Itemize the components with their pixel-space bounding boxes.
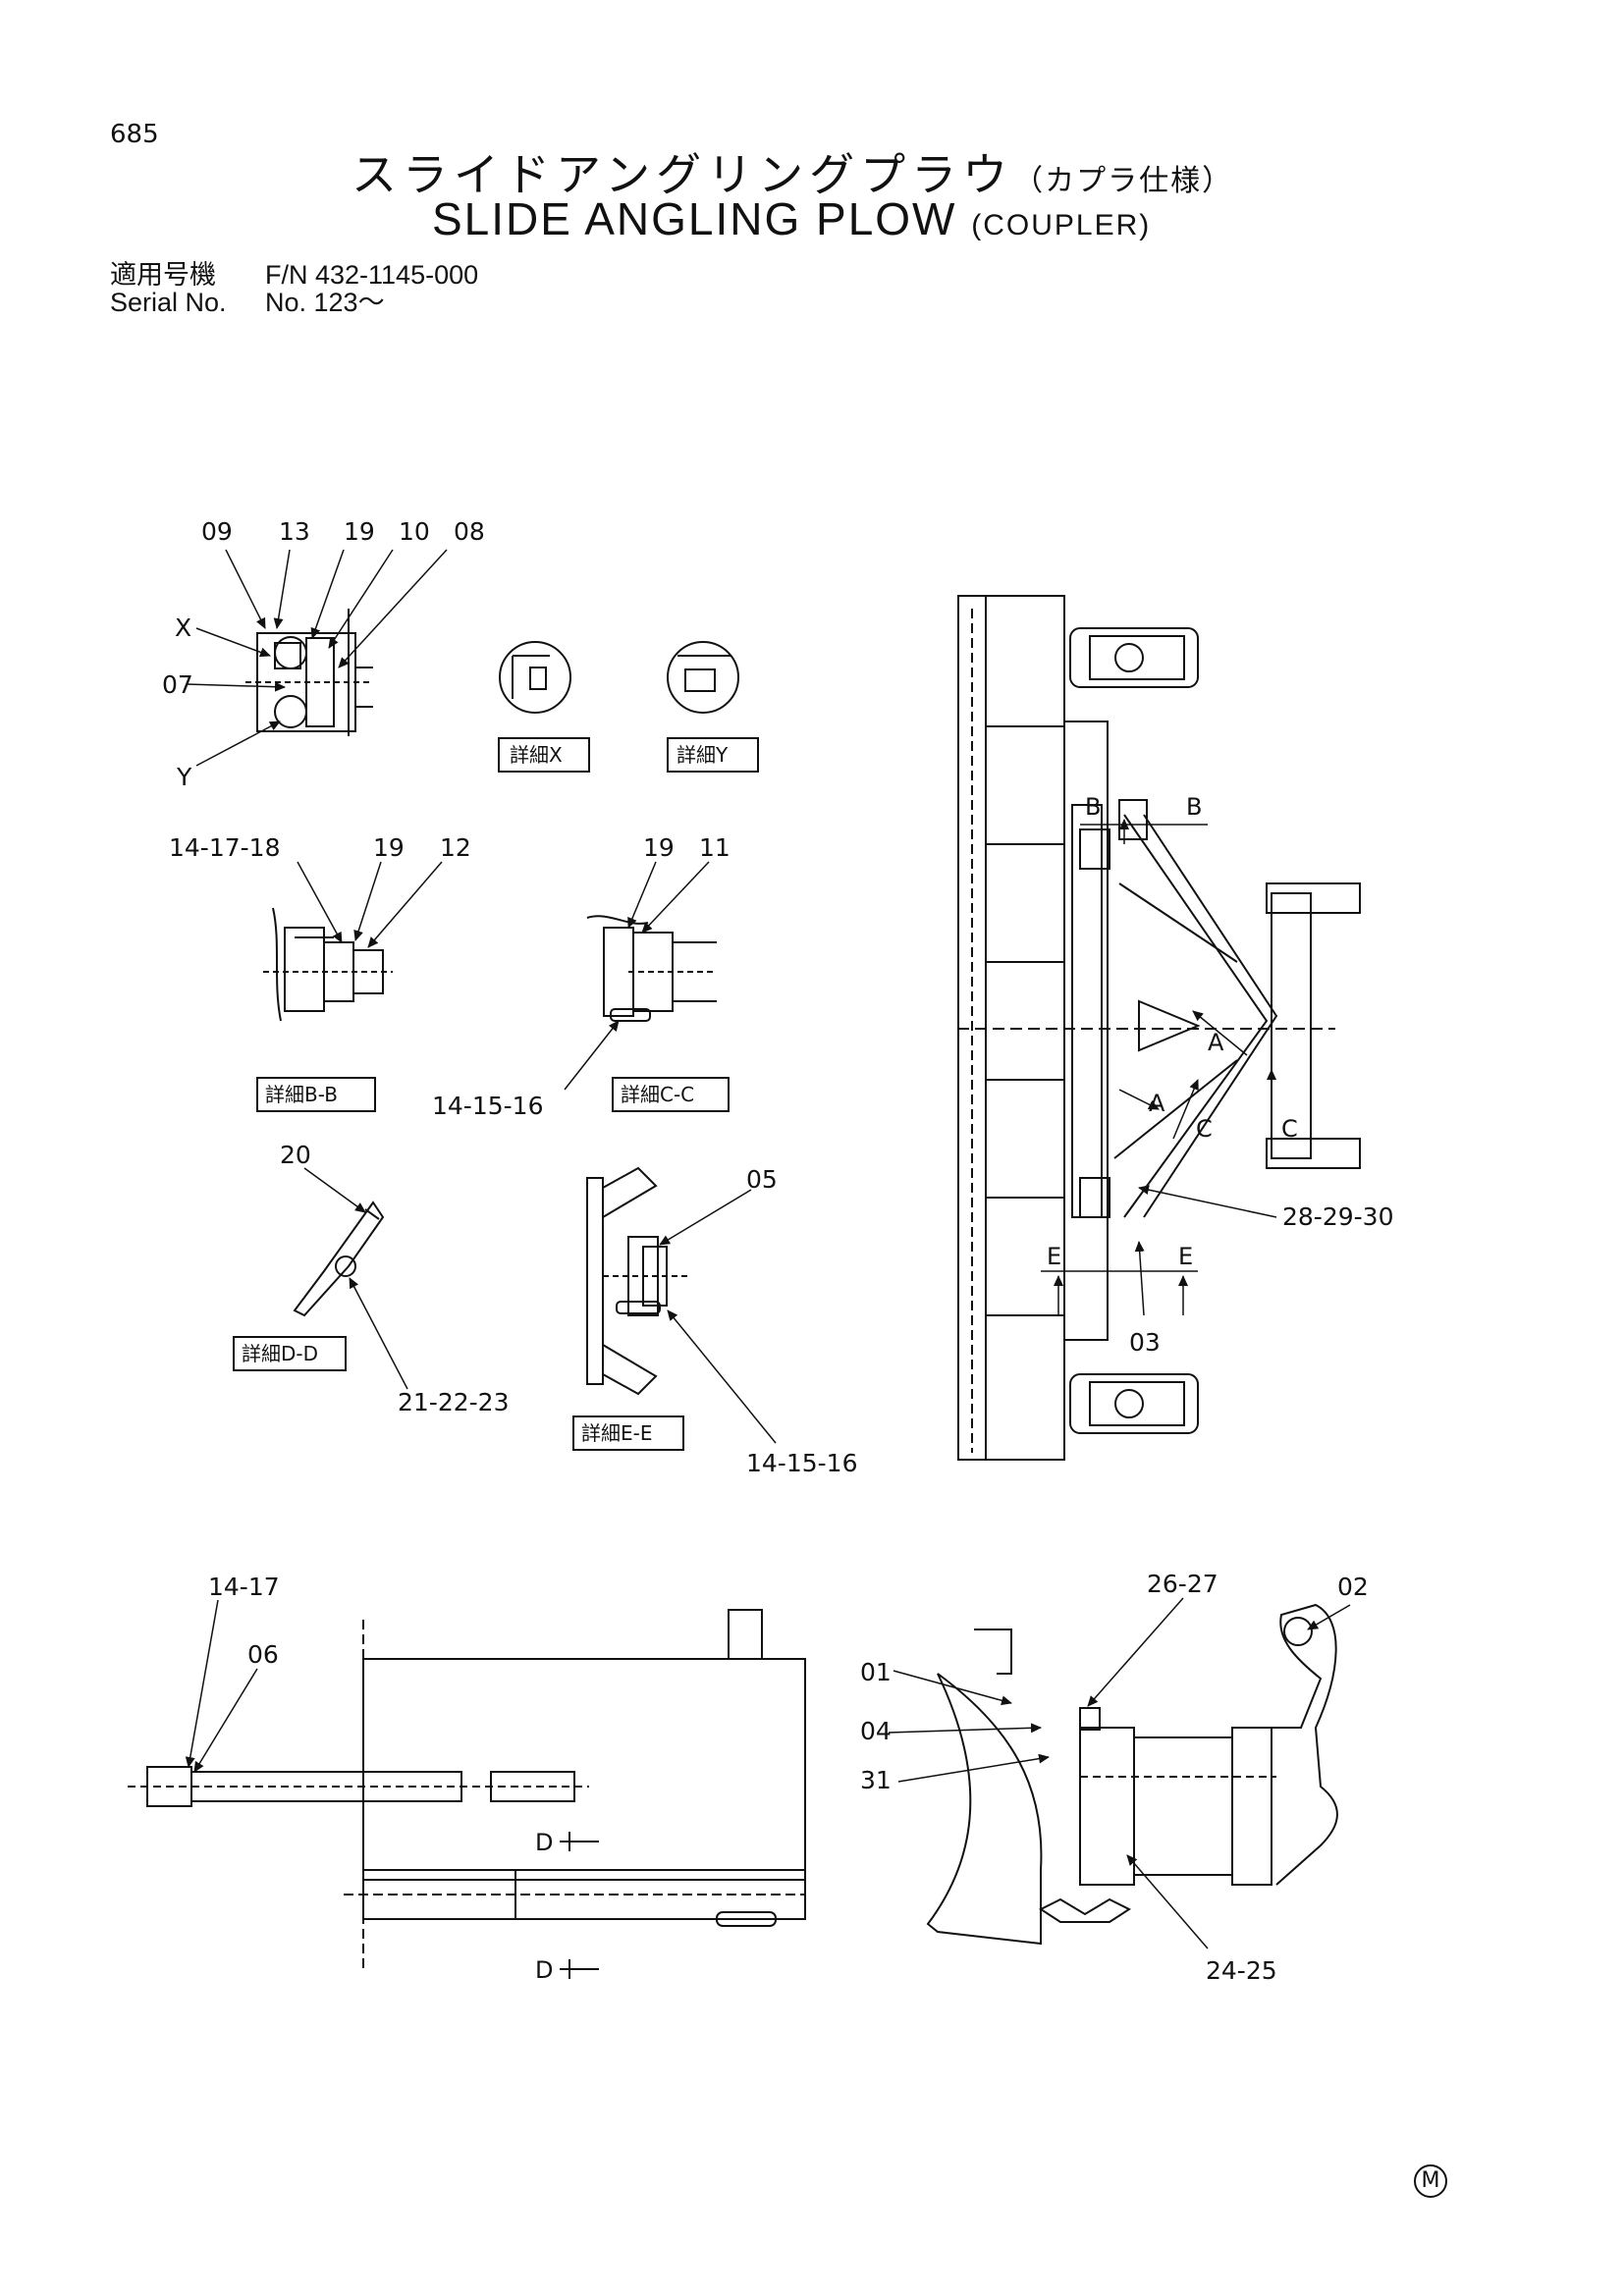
callout-19-top: 19: [344, 517, 375, 546]
applicable-value: F/N 432-1145-000: [265, 260, 479, 290]
callout-14-15-16-ee: 14-15-16: [746, 1449, 857, 1477]
callout-20: 20: [280, 1141, 311, 1169]
title-jp-sub: （カプラ仕様）: [1013, 164, 1234, 198]
callout-19-bb: 19: [373, 833, 405, 862]
plow-top-view: [957, 595, 1361, 1461]
callout-14-17-18: 14-17-18: [169, 833, 280, 862]
detail-pin-assembly: [245, 609, 373, 736]
callout-02: 02: [1337, 1573, 1369, 1601]
detail-cc-label: 詳細C-C: [621, 1083, 694, 1106]
callout-14-17: 14-17: [208, 1573, 280, 1601]
title-english: SLIDE ANGLING PLOW (COUPLER): [432, 192, 1151, 245]
detail-x-view: [498, 641, 590, 773]
callout-24-25: 24-25: [1206, 1956, 1277, 1985]
title-japanese: スライドアングリングプラウ（カプラ仕様）: [352, 139, 1233, 204]
callout-07: 07: [162, 670, 193, 699]
callout-10: 10: [399, 517, 430, 546]
section-mark-b-left: B: [1085, 793, 1101, 821]
detail-dd-label: 詳細D-D: [242, 1342, 318, 1365]
callout-01: 01: [860, 1658, 892, 1686]
section-mark-a-left: A: [1149, 1090, 1165, 1117]
page-number: 685: [110, 120, 159, 149]
callout-05: 05: [746, 1165, 778, 1194]
callout-x: X: [175, 614, 191, 642]
m-mark-symbol: M: [1414, 2164, 1447, 2198]
serial-label: Serial No.: [110, 288, 227, 317]
callout-09: 09: [201, 517, 233, 546]
callout-28-29-30: 28-29-30: [1282, 1202, 1393, 1231]
section-mark-c-right: C: [1281, 1115, 1298, 1143]
section-mark-c-left: C: [1196, 1115, 1213, 1143]
callout-04: 04: [860, 1717, 892, 1745]
detail-bb-label: 詳細B-B: [265, 1083, 338, 1106]
detail-ee-view: [572, 1166, 687, 1451]
serial-row: Serial No. No. 123～: [110, 281, 385, 319]
callout-08: 08: [454, 517, 485, 546]
detail-y-label: 詳細Y: [677, 743, 729, 767]
detail-x-label: 詳細X: [510, 743, 563, 767]
section-mark-a-right: A: [1208, 1029, 1224, 1056]
detail-cc-view: [586, 915, 730, 1112]
section-mark-b-right: B: [1186, 793, 1202, 821]
detail-ee-label: 詳細E-E: [581, 1421, 653, 1445]
callout-31: 31: [860, 1766, 892, 1794]
title-jp-main: スライドアングリングプラウ: [352, 148, 1014, 201]
title-en-main: SLIDE ANGLING PLOW: [432, 193, 957, 244]
callout-19-cc: 19: [643, 833, 675, 862]
callout-y: Y: [176, 763, 192, 791]
section-mark-d-top: D: [535, 1829, 553, 1856]
plow-end-view: [926, 1603, 1338, 1946]
callout-21-22-23: 21-22-23: [398, 1388, 509, 1416]
applicable-model-row: 適用号機 F/N 432-1145-000: [110, 253, 478, 292]
detail-bb-view: [256, 907, 393, 1112]
applicable-label: 適用号機: [110, 260, 216, 290]
callout-11: 11: [699, 833, 731, 862]
title-en-sub: (COUPLER): [971, 209, 1152, 241]
serial-value: No. 123～: [265, 288, 385, 317]
section-mark-d-bottom: D: [535, 1956, 553, 1984]
detail-y-view: [667, 641, 759, 773]
callout-26-27: 26-27: [1147, 1570, 1218, 1598]
plow-side-view: [128, 1609, 806, 1979]
callout-03: 03: [1129, 1328, 1161, 1357]
callout-13: 13: [279, 517, 310, 546]
callout-14-15-16-cc: 14-15-16: [432, 1092, 543, 1120]
section-mark-e-right: E: [1178, 1243, 1193, 1270]
callout-12: 12: [440, 833, 471, 862]
detail-dd-view: [233, 1201, 385, 1371]
section-mark-e-left: E: [1047, 1243, 1061, 1270]
callout-06: 06: [247, 1640, 279, 1669]
